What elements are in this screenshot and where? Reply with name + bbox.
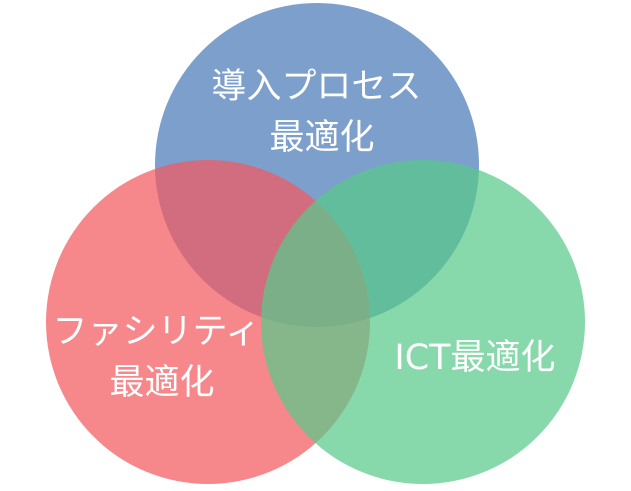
label-left-line-2: 最適化 [109, 363, 214, 403]
label-top-line-1: 導入プロセス [211, 67, 421, 107]
label-left: ファシリティ 最適化 [52, 312, 271, 403]
label-top-line-2: 最適化 [269, 118, 374, 158]
label-top: 導入プロセス 最適化 [211, 67, 432, 158]
label-right-line-1: ICT最適化 [394, 338, 555, 378]
venn-labels: 導入プロセス 最適化 ファシリティ 最適化 ICT最適化 [52, 67, 555, 403]
venn-circles [46, 3, 585, 484]
label-right: ICT最適化 [394, 338, 555, 378]
circle-right [261, 160, 585, 484]
label-left-line-1: ファシリティ [52, 312, 260, 352]
